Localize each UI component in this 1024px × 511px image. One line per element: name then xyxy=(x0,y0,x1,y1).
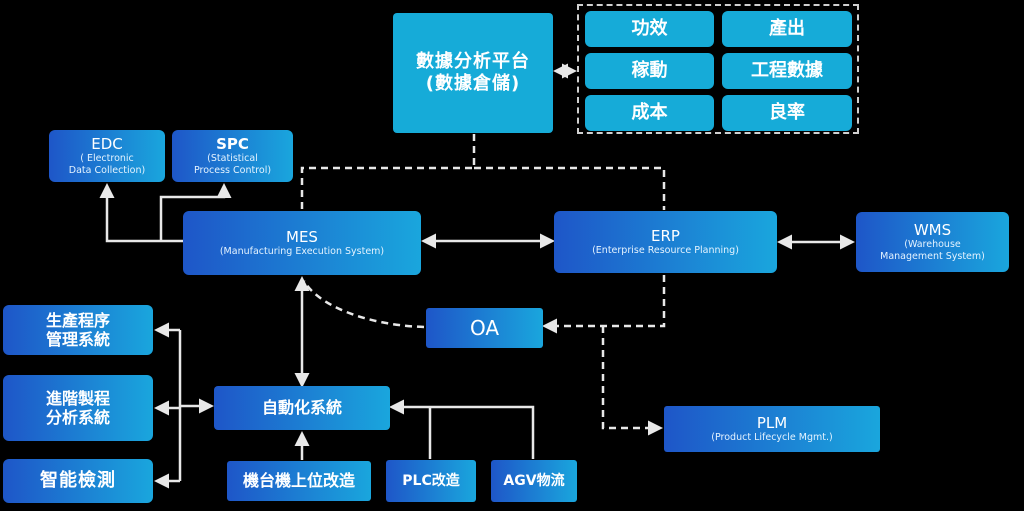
spc-title: SPC xyxy=(216,135,249,154)
advanced-process-analysis-box[interactable]: 進階製程 分析系統 xyxy=(3,375,153,441)
metrics-group xyxy=(577,4,859,134)
erp-box[interactable]: ERP (Enterprise Resource Planning) xyxy=(554,211,777,273)
edc-box[interactable]: EDC ( Electronic Data Collection) xyxy=(49,130,165,182)
wms-box[interactable]: WMS (Warehouse Management System) xyxy=(856,212,1009,272)
mes-edc-link xyxy=(99,183,183,243)
metric-cost[interactable]: 成本 xyxy=(585,95,714,131)
mes-box[interactable]: MES (Manufacturing Execution System) xyxy=(183,211,421,275)
plc-upgrade-box[interactable]: PLC改造 xyxy=(386,460,476,502)
automation-system-box[interactable]: 自動化系統 xyxy=(214,386,390,430)
oa-title: OA xyxy=(469,316,500,340)
platform-mes-erp-dashed xyxy=(300,134,666,210)
metric-output[interactable]: 產出 xyxy=(722,11,852,47)
metric-utilization[interactable]: 稼動 xyxy=(585,53,714,89)
metric-efficiency[interactable]: 功效 xyxy=(585,11,714,47)
metric-engineering-data[interactable]: 工程數據 xyxy=(722,53,852,89)
oa-plm-dashed xyxy=(601,326,663,436)
mes-title: MES xyxy=(286,228,318,247)
production-process-mgmt-box[interactable]: 生產程序 管理系統 xyxy=(3,305,153,355)
spc-box[interactable]: SPC (Statistical Process Control) xyxy=(172,130,293,182)
plc-agv-bus xyxy=(392,407,535,459)
oa-mes-dashed xyxy=(302,280,425,329)
erp-oa-dashed xyxy=(542,275,666,334)
machine-upgrade-box[interactable]: 機台機上位改造 xyxy=(227,461,371,501)
metric-yield[interactable]: 良率 xyxy=(722,95,852,131)
wms-title: WMS xyxy=(913,221,952,240)
oa-box[interactable]: OA xyxy=(426,308,543,348)
data-platform-title: 數據分析平台 xyxy=(416,51,530,73)
plm-box[interactable]: PLM (Product Lifecycle Mgmt.) xyxy=(664,406,880,452)
agv-logistics-box[interactable]: AGV物流 xyxy=(491,460,577,502)
plm-title: PLM xyxy=(756,414,788,433)
erp-title: ERP xyxy=(651,227,680,246)
data-platform-subtitle: (數據倉儲) xyxy=(425,73,521,94)
data-platform-box[interactable]: 數據分析平台 (數據倉儲) xyxy=(393,13,553,133)
edc-title: EDC xyxy=(91,135,123,154)
mes-spc-link xyxy=(159,183,232,241)
smart-inspection-box[interactable]: 智能檢測 xyxy=(3,459,153,503)
